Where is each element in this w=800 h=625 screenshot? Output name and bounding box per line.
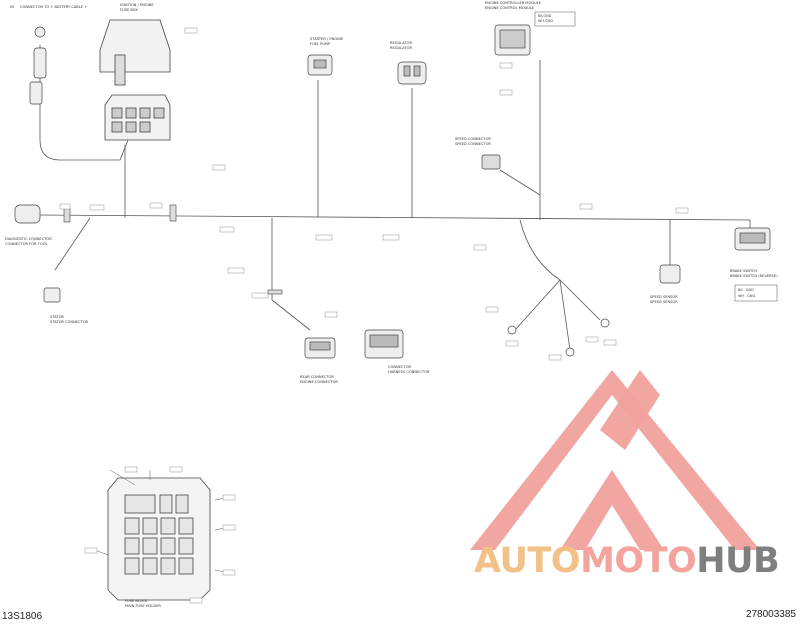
svg-text:ENGINE CONTROL MODULE: ENGINE CONTROL MODULE [485,6,535,10]
watermark-auto: AUTO [474,541,581,581]
rear-connector-right [364,329,404,359]
wire-speed-connector [499,169,541,196]
regulator-connector [397,61,427,85]
svg-text:STATOR CONNECTOR: STATOR CONNECTOR [50,320,89,324]
svg-text:MAIN FUSE HOLDER: MAIN FUSE HOLDER [125,604,161,608]
diagnostic-connector [14,204,41,224]
ecm-connector [494,24,531,56]
watermark-logo [470,370,760,550]
wire-sensors-branch [519,219,601,321]
svg-text:WH - GND: WH - GND [738,294,755,298]
rear-connector-left [304,337,336,359]
svg-text:FUEL PUMP: FUEL PUMP [310,42,331,46]
image-code-left: 13S1806 [2,611,43,622]
watermark-moto: MOTO [580,541,697,581]
svg-text:FUSE BOX: FUSE BOX [120,8,138,12]
svg-text:89: 89 [10,5,14,9]
svg-text:ENGINE CONTROLLER MODULE: ENGINE CONTROLLER MODULE [485,1,542,5]
watermark-hub: HUB [696,541,780,581]
watermark-brand: AUTOMOTOHUB [474,541,780,581]
svg-text:STATOR: STATOR [50,315,64,319]
wire-diagnostic [54,217,91,271]
svg-text:WH-GND: WH-GND [538,19,553,23]
image-code-right: 278003385 [745,609,796,620]
svg-text:CONNECTOR TO + BATTERY CABLE +: CONNECTOR TO + BATTERY CABLE + [20,5,87,9]
svg-text:SPEED SENSOR: SPEED SENSOR [650,300,678,304]
callout-markers [59,27,689,604]
svg-text:BRAKE SWITCH: BRAKE SWITCH [730,269,757,273]
ring-terminals [507,318,610,357]
battery-cable [29,26,47,105]
fuse-box-lid [99,19,171,86]
svg-text:REGULATOR: REGULATOR [390,46,412,50]
svg-text:REGULATOR: REGULATOR [390,41,412,45]
svg-text:SPEED SENSOR: SPEED SENSOR [650,295,678,299]
svg-text:STARTER / ENGINE: STARTER / ENGINE [310,37,344,41]
svg-text:SPEED CONNECTOR: SPEED CONNECTOR [455,137,491,141]
svg-text:SPEED CONNECTOR: SPEED CONNECTOR [455,142,491,146]
svg-text:BK-GND: BK-GND [538,14,552,18]
fuse-box-base [104,94,171,141]
svg-text:HARNESS CONNECTOR: HARNESS CONNECTOR [388,370,430,374]
svg-text:DIAGNOSTIC CONNECTOR: DIAGNOSTIC CONNECTOR [5,237,52,241]
fuel-pump-connector [307,54,333,76]
svg-text:BK - GND: BK - GND [738,288,754,292]
main-harness-trunk [37,214,751,221]
speed-connector [481,154,501,170]
stator-connector [43,287,61,303]
wire-rear-connectors [271,218,311,331]
fuse-block [107,477,211,601]
svg-text:CONNECTOR: CONNECTOR [388,365,412,369]
svg-text:CONNECTOR FOR TOOL: CONNECTOR FOR TOOL [5,242,48,246]
svg-text:ENGINE CONNECTOR: ENGINE CONNECTOR [300,380,338,384]
svg-text:IGNITION / ENGINE: IGNITION / ENGINE [120,3,154,7]
speed-sensor [659,264,681,284]
svg-text:FUSE BLOCK: FUSE BLOCK [125,599,148,603]
brake-switch-connector [734,227,771,251]
svg-text:BRAKE SWITCH (REVERSE): BRAKE SWITCH (REVERSE) [730,274,778,278]
wire-battery-ground [39,45,129,161]
trunk-sensors [63,204,283,295]
svg-text:REAR CONNECTOR: REAR CONNECTOR [300,375,334,379]
